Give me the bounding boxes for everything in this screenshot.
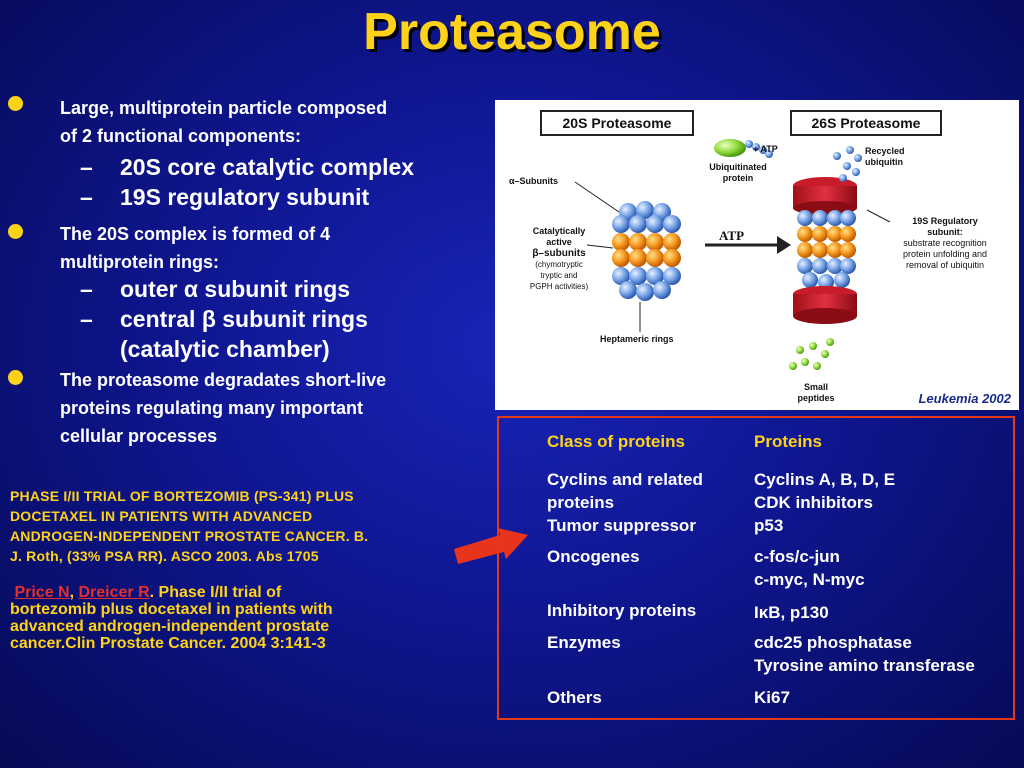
protein-table: Class of proteins Proteins Cyclins and r… [497,416,1015,720]
trial-reference-1: PHASE I/II TRIAL OF BORTEZOMIB (PS-341) … [10,486,435,566]
red-arrow-icon [454,528,528,564]
ubiquitinated-protein-label: Ubiquitinated protein [703,162,773,184]
table-cell-proteins: Cyclins A, B, D, E CDK inhibitors [754,468,895,514]
reg-line: 19S Regulatory [912,216,978,226]
sub-bullet-beta: central β subunit rings [120,306,368,332]
bullet-dot-icon [8,224,23,239]
table-header-proteins: Proteins [754,432,823,451]
figure-citation: Leukemia 2002 [918,391,1011,406]
proteasome-diagram [574,139,891,370]
table-cell-proteins: p53 [754,516,784,535]
table-cell-class: Oncogenes [547,547,640,566]
catalytic-label-line: Catalytically [532,226,586,236]
table-cell-proteins: Ki67 [754,688,790,707]
catalytic-label-line: (chymotryptic [535,260,583,269]
table-cell-proteins: c-fos/c-jun c-myc, N-myc [754,545,865,591]
recycled-line: Recycled [865,146,905,156]
cell-line: Cyclins A, B, D, E [754,470,896,489]
reg-line: substrate recognition [903,238,987,248]
atp-top-label: + ATP [753,144,778,154]
recycled-ubiquitin-icon [833,146,862,182]
reg-line: protein unfolding and [902,249,988,259]
sub-bullets-1: – 20S core catalytic complex – 19S regulat… [80,152,414,212]
bullet-1-line2: of 2 functional components: [60,126,301,146]
atp-arrow-icon [705,236,791,254]
dash: – [80,154,93,180]
dash: – [80,276,93,302]
bullet-3-line3: cellular processes [60,426,218,446]
trial2-line: cancer.Clin Prostate Cancer. 2004 3:141-… [10,635,326,652]
trial2-line: advanced androgen-independent prostate [10,618,330,635]
cell-line: proteins [547,493,615,512]
bullet-dot-icon [8,370,23,385]
figure-title-26s: 26S Proteasome [790,110,942,136]
catalytic-label-line: β–subunits [532,248,586,259]
reg-line: subunit: [927,227,963,237]
bullet-dot-icon [8,96,23,111]
table-cell-proteins: IκB, p130 [754,603,829,622]
reg-line: removal of ubiquitin [905,260,985,270]
dash: – [80,306,93,332]
table-header-class: Class of proteins [547,432,685,451]
atp-arrow-label: ATP [719,228,745,243]
cell-line: Cyclins and related [547,470,703,489]
bullet-3-line1: The proteasome degradates short-live [60,370,387,390]
trial1-line: PHASE I/II TRIAL OF BORTEZOMIB (PS-341) … [10,488,354,504]
catalytic-label-line: tryptic and [540,271,578,280]
recycled-line: ubiquitin [865,157,903,167]
bullet-1-line1: Large, multiprotein particle composed [60,98,388,118]
alpha-subunits-label: α–Subunits [509,176,559,186]
cell-line: c-myc, N-myc [754,570,865,589]
small-peptides-label: Small peptides [791,382,841,404]
trial-reference-2: Price N, Dreicer R. Phase I/II trial of … [10,584,430,652]
cell-line: CDK inhibitors [754,493,873,512]
ubiq-line: Ubiquitinated [709,162,767,172]
sub-bullet-19s: 19S regulatory subunit [120,184,370,210]
catalytic-label-line: PGPH activities) [529,282,589,291]
catalytic-label: Catalytically active β–subunits (chymotr… [509,226,609,292]
trial2-text: . Phase I/II trial of [149,584,282,601]
proteasome-figure: 20S Proteasome 26S Proteasome α–Subunits… [495,100,1019,410]
author-link-price[interactable]: Price N [14,584,70,601]
cell-line: c-fos/c-jun [754,547,840,566]
20s-core-particle [612,201,681,301]
table-cell-class: Others [547,688,602,707]
sub-bullets-2: – outer α subunit rings – central β subuni… [80,274,368,364]
ubiq-line: protein [722,173,754,183]
sub-bullet-alpha: outer α subunit rings [120,276,351,302]
table-cell-class: Inhibitory proteins [547,601,697,620]
regulatory-subunit-label: 19S Regulatory subunit: substrate recogn… [885,216,1005,271]
trial1-line: DOCETAXEL IN PATIENTS WITH ADVANCED [10,508,313,524]
recycled-ubiquitin-label: Recycled ubiquitin [865,146,905,168]
bullet-3-line2: proteins regulating many important [60,398,364,418]
slide-title: Proteasome [363,3,661,61]
26s-proteasome [793,177,857,324]
ubiquitinated-protein-icon [714,139,773,158]
small-peptides-icon [789,338,834,370]
bullet-2-line2: multiprotein rings: [60,252,219,272]
table-cell-proteins: cdc25 phosphatase Tyrosine amino transfe… [754,631,975,677]
peptides-line: Small [803,382,828,392]
bullet-2-line1: The 20S complex is formed of 4 [60,224,331,244]
cell-line: cdc25 phosphatase [754,633,912,652]
trial1-line: ANDROGEN-INDEPENDENT PROSTATE CANCER. B. [10,528,369,544]
heptameric-rings-label: Heptameric rings [600,334,674,344]
sub-bullet-20s: 20S core catalytic complex [120,154,415,180]
peptides-line: peptides [797,393,835,403]
sub-bullet-catalytic: (catalytic chamber) [120,336,330,362]
table-cell-class: Cyclins and related proteins [547,468,703,514]
table-cell-class: Enzymes [547,633,621,652]
trial1-line: J. Roth, (33% PSA RR). ASCO 2003. Abs 17… [10,548,319,564]
separator: , [69,584,79,601]
figure-title-20s: 20S Proteasome [540,110,694,136]
table-cell-class: Tumor suppressor [547,516,696,535]
author-link-dreicer[interactable]: Dreicer R [78,584,150,601]
trial2-line: bortezomib plus docetaxel in patients wi… [10,601,333,618]
cell-line: Tyrosine amino transferase [754,656,975,675]
catalytic-label-line: active [546,237,572,247]
dash: – [80,184,93,210]
